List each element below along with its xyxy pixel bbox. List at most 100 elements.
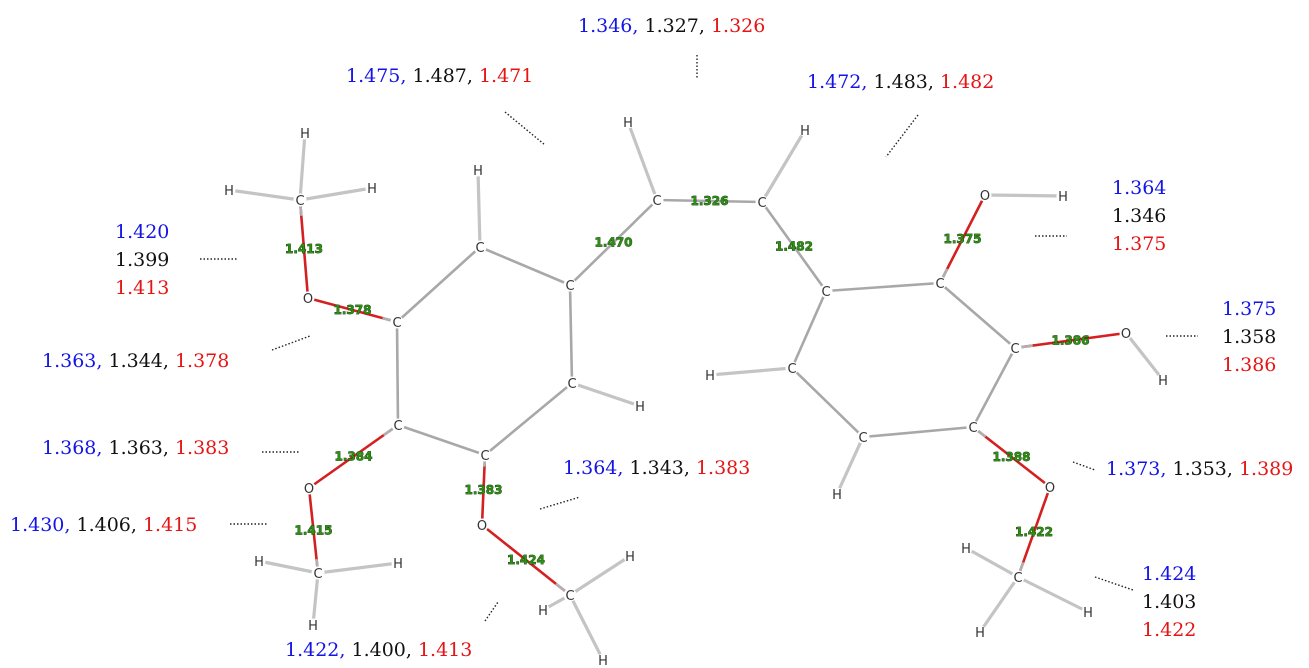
bond-length-label: 1.422 [1015, 525, 1053, 539]
bond-o2-c8 [307, 486, 320, 575]
bond-c13-o4 [938, 193, 987, 285]
atom-h: H [367, 182, 377, 197]
atom-backdrop [302, 481, 316, 495]
atom-backdrop [785, 361, 799, 375]
atom-backdrop [623, 549, 637, 563]
atom-h: H [623, 116, 633, 131]
bond-length-label: 1.386 [1052, 334, 1090, 348]
leader-lines-layer [200, 55, 1198, 622]
bond-length-label: 1.424 [507, 553, 545, 567]
value-method-2: 1.363, [108, 437, 169, 459]
value-method-3: 1.422 [1142, 619, 1197, 641]
bond-length-label: 1.388 [993, 450, 1031, 464]
leader-line [271, 335, 311, 351]
atom-backdrop [390, 315, 404, 329]
bond-c9-h11 [568, 593, 605, 662]
value-method-3: 1.415 [142, 514, 198, 536]
value-method-1: 1.420 [115, 221, 170, 243]
annotation-co-left-1: 1.363, 1.344, 1.378 [42, 347, 229, 375]
atom-backdrop [306, 618, 320, 632]
atom-backdrop [301, 291, 315, 305]
atom-backdrop [978, 188, 992, 202]
bond-length-label: 1.384 [335, 450, 373, 464]
atom-backdrop [798, 123, 812, 137]
bond-c8-h6 [257, 559, 320, 575]
value-method-2: 1.344, [108, 350, 169, 372]
atom-c: C [652, 194, 661, 209]
annotation-methoxy-bottom-center: 1.422, 1.400, 1.413 [285, 636, 472, 664]
value-method-3: 1.383 [695, 457, 751, 479]
annotation-methoxy-top-left: 1.420 1.399 1.413 [115, 218, 169, 302]
value-method-2: 1.353, [1172, 458, 1233, 480]
atom-o: O [303, 292, 313, 307]
bond-c11-h13 [760, 128, 807, 204]
value-method-1: 1.363, [42, 350, 103, 372]
atom-backdrop [252, 554, 266, 568]
bond-c11-c12 [760, 200, 828, 293]
value-method-2: 1.399 [115, 249, 170, 271]
bond-c17-c18 [790, 366, 865, 439]
atom-c: C [1010, 342, 1019, 357]
atom-backdrop [391, 556, 405, 570]
bonds-layer [227, 120, 1165, 662]
bond-c6-c7 [396, 423, 487, 457]
atom-backdrop [755, 195, 769, 209]
value-method-2: 1.358 [1222, 326, 1277, 348]
value-method-3: 1.413 [417, 639, 473, 661]
bond-c4-c10 [568, 198, 659, 287]
bond-h3-c1 [298, 186, 374, 202]
atom-backdrop [966, 420, 980, 434]
value-method-1: 1.472, [807, 71, 868, 93]
bond-length-label: 1.383 [465, 483, 503, 497]
value-method-1: 1.430, [10, 514, 71, 536]
value-method-3: 1.383 [174, 437, 230, 459]
bond-c3-c4 [478, 245, 572, 287]
value-method-1: 1.368, [42, 437, 103, 459]
atom-backdrop [1081, 605, 1095, 619]
annotation-co-left-3: 1.430, 1.406, 1.415 [10, 511, 197, 539]
bond-h1-c1 [298, 131, 307, 202]
bond-c1-o1 [298, 198, 310, 300]
bond-o3-c9 [480, 523, 572, 597]
atom-c: C [821, 285, 830, 300]
bond-c2-c3 [395, 245, 482, 324]
annotation-co-center: 1.364, 1.343, 1.383 [563, 454, 750, 482]
bond-c15-c17 [861, 425, 975, 439]
bond-length-label: 1.470 [595, 236, 633, 250]
value-method-1: 1.375 [1222, 298, 1277, 320]
leader-line [885, 114, 919, 158]
atom-c: C [787, 362, 796, 377]
value-method-1: 1.364, [563, 457, 624, 479]
atom-h: H [473, 164, 483, 179]
bond-o1-c2 [306, 296, 399, 324]
leader-line [1072, 461, 1096, 471]
atom-h: H [625, 550, 635, 565]
value-method-3: 1.386 [1222, 354, 1277, 376]
atom-backdrop [1056, 189, 1070, 203]
atom-backdrop [650, 193, 664, 207]
bond-c16-h18 [978, 575, 1020, 634]
value-method-2: 1.487, [412, 65, 473, 87]
bond-o6-c16 [1016, 485, 1052, 579]
value-method-1: 1.346, [578, 15, 639, 37]
atom-backdrop [563, 588, 577, 602]
value-method-3: 1.413 [115, 277, 170, 299]
atom-c: C [393, 419, 402, 434]
atom-h: H [800, 124, 810, 139]
atom-backdrop [471, 163, 485, 177]
atom-backdrop [1008, 341, 1022, 355]
atom-backdrop [298, 126, 312, 140]
annotation-left-vinyl: 1.475, 1.487, 1.471 [346, 62, 533, 90]
bond-c18-c12 [790, 289, 828, 370]
bond-c5-h5 [570, 381, 642, 408]
value-method-3: 1.378 [174, 350, 230, 372]
bond-h2-c1 [227, 188, 302, 202]
value-method-2: 1.346 [1112, 205, 1167, 227]
atom-h: H [393, 557, 403, 572]
atom-h: H [1058, 190, 1068, 205]
atom-h: H [1083, 606, 1093, 621]
atom-o: O [1045, 481, 1055, 496]
atom-backdrop [536, 603, 550, 617]
bond-c4-c5 [568, 283, 574, 385]
